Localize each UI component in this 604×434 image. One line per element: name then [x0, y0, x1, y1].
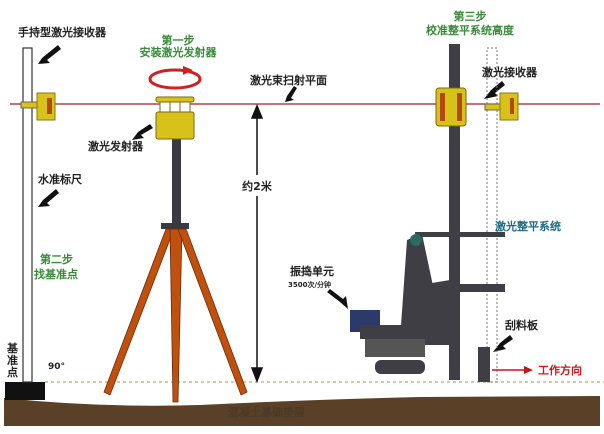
vibration-rate-label: 3500次/分钟: [288, 280, 331, 289]
angle-label: 90°: [48, 362, 65, 372]
benchmark-block: [5, 382, 45, 400]
concrete-base-layer: [4, 396, 600, 426]
work-direction-label: 工作方向: [538, 363, 582, 377]
tripod-legs: [103, 228, 248, 403]
level-staff: [22, 47, 33, 383]
step2-desc: 找基准点: [34, 267, 78, 281]
rotation-icon: [148, 66, 202, 90]
laser-emitter-label: 激光发射器: [88, 139, 144, 153]
height-arrow: [250, 104, 264, 384]
pointer-arrows: [38, 45, 513, 352]
step1-title: 第一步: [162, 33, 195, 47]
vibration-unit-label: 振捣单元: [290, 264, 334, 278]
laser-emitter: [155, 96, 195, 140]
laser-screed-machine: [350, 44, 505, 383]
laser-plane-label: 激光束扫射平面: [250, 73, 327, 87]
step2-title: 第二步: [40, 252, 73, 266]
handheld-receiver-label: 手持型激光接收器: [18, 25, 107, 39]
level-staff-label: 水准标尺: [38, 172, 82, 186]
work-direction-arrow: [492, 366, 533, 374]
column-receiver: [435, 87, 467, 127]
benchmark-label-2: 准: [7, 353, 18, 367]
step1-desc: 安装激光发射器: [140, 45, 218, 59]
side-receiver: [484, 92, 519, 121]
tripod-head: [161, 223, 189, 229]
leveling-system-label: 激光整平系统: [495, 219, 561, 233]
handheld-receiver: [20, 92, 56, 121]
height-label: 约2米: [242, 179, 273, 193]
benchmark-label-3: 点: [7, 365, 18, 379]
scraper-label: 刮料板: [505, 318, 539, 332]
step3-title: 第三步: [454, 9, 487, 23]
ground-label: 混凝土基础垫层: [228, 405, 305, 419]
laser-receiver-label: 激光接收器: [482, 65, 538, 79]
emitter-mast: [172, 138, 181, 226]
benchmark-label-1: 基: [6, 341, 19, 355]
step3-desc: 校准整平系统高度: [426, 23, 515, 37]
